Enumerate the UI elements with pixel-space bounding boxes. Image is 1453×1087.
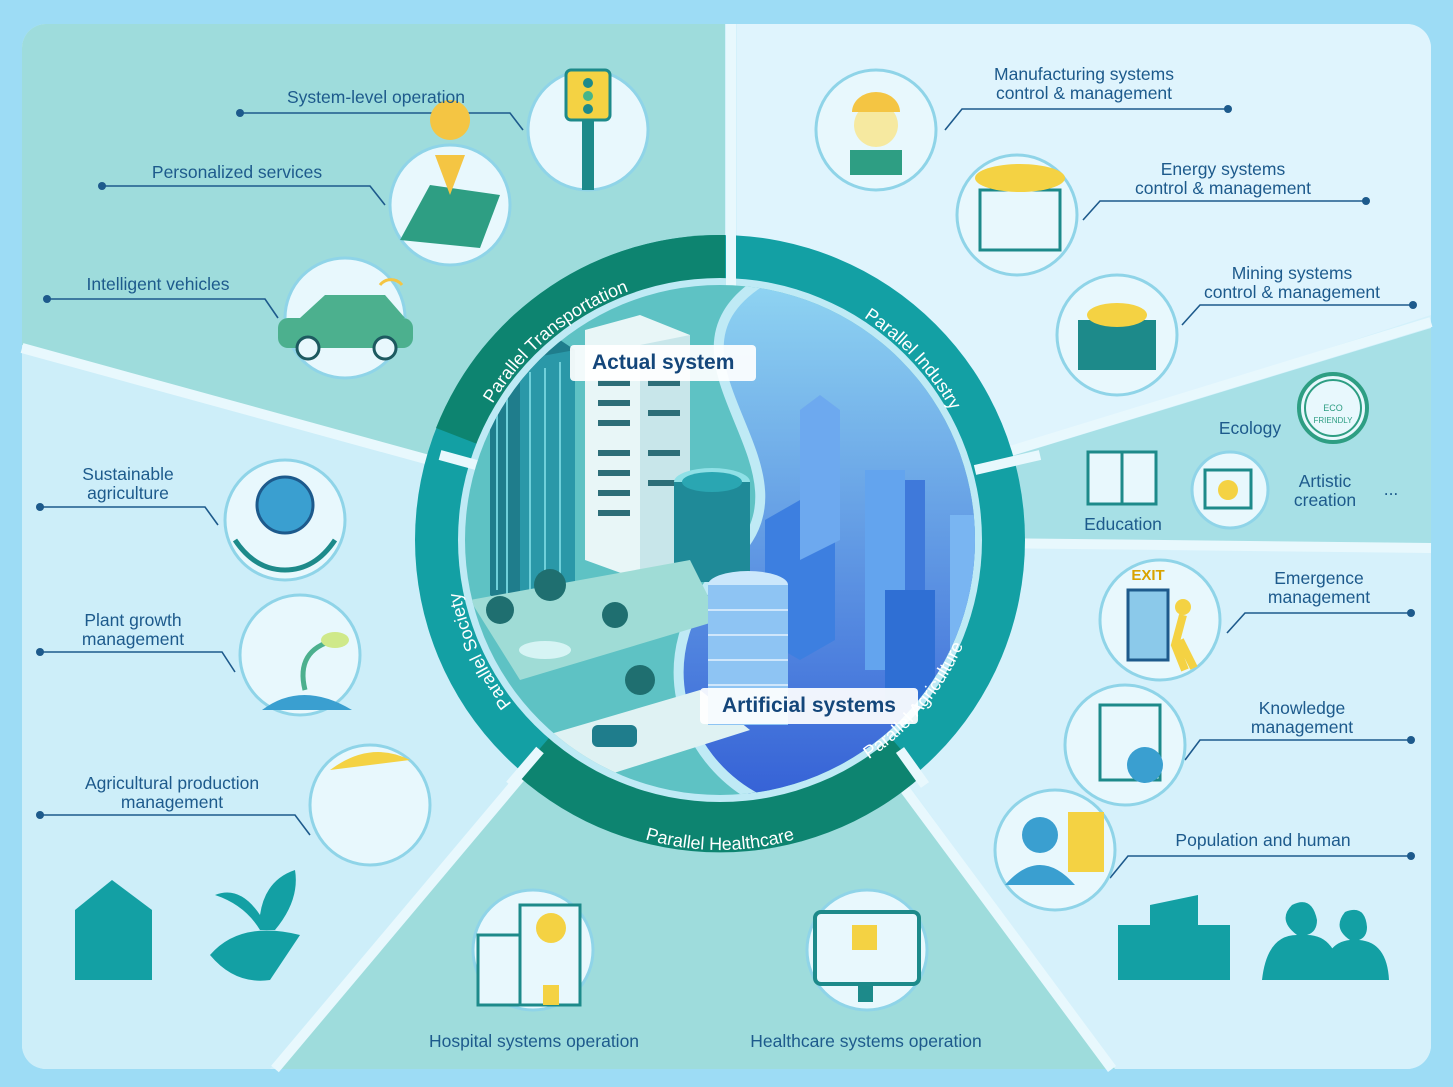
buildings-icon [1118,895,1230,980]
label-ellipsis: ... [1383,479,1399,499]
label-population-and-human: Population and human [1175,830,1351,850]
people-icon [1262,902,1389,980]
leader-lines [40,108,1413,879]
eco-badge-line2: FRIENDLY [1314,416,1354,425]
label-education: Education [1084,514,1162,534]
label-healthcare-systems: Healthcare systems operation [750,1031,982,1051]
label-ecology: Ecology [1218,418,1282,438]
actual-system-label: Actual system [570,345,757,381]
leader-dots [36,105,1417,860]
hand-plant-icon [210,870,300,981]
watering-plants-icon [308,743,432,867]
label-hospital-systems: Hospital systems operation [428,1031,640,1051]
shovel-sprout-icon [238,593,362,717]
artificial-systems-label: Artificial systems [700,688,918,724]
exit-sign: EXIT [1131,567,1164,584]
barn-icon [75,880,152,980]
label-system-level-operation: System-level operation [287,87,465,107]
eco-badge-line1: ECO [1323,403,1343,413]
label-personalized-services: Personalized services [151,162,323,182]
label-intelligent-vehicles: Intelligent vehicles [86,274,230,294]
